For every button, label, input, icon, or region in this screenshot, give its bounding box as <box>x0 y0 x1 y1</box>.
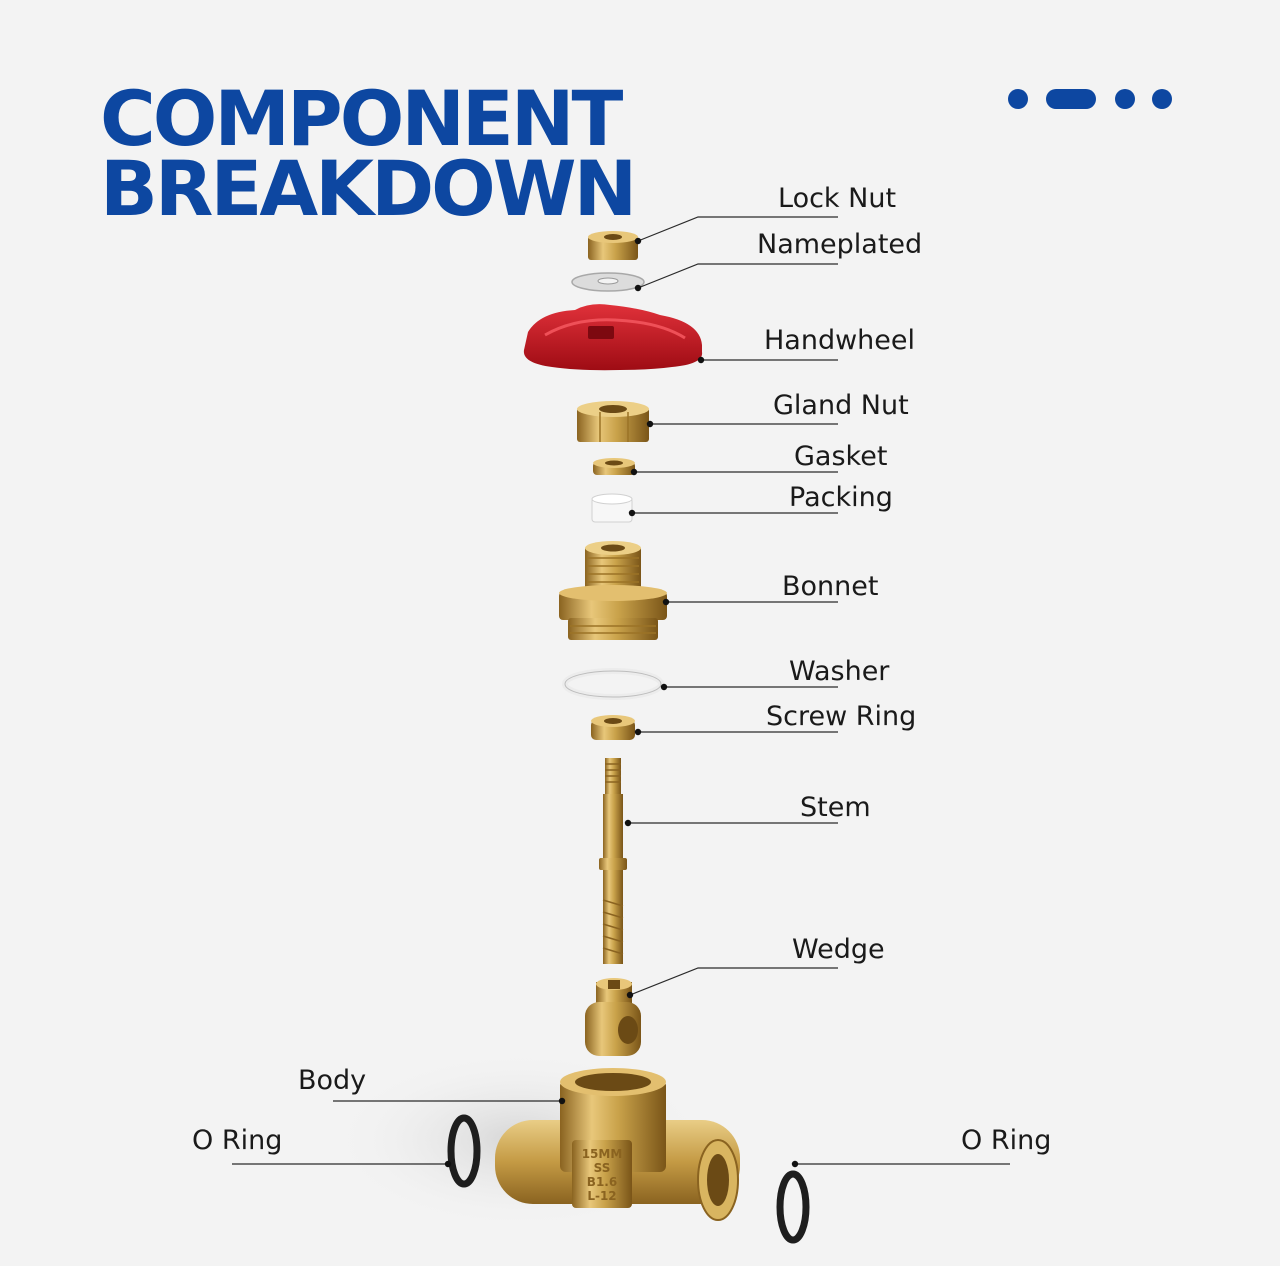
body-marking-line: SS <box>594 1161 611 1175</box>
label-wedge: Wedge <box>792 934 885 965</box>
body-part <box>495 1068 740 1221</box>
label-washer: Washer <box>789 656 890 687</box>
gland-nut-part <box>577 401 649 442</box>
leader-lines <box>232 216 1010 1168</box>
lock-nut-part <box>588 231 638 260</box>
carousel-dot-active[interactable] <box>1046 89 1096 109</box>
label-stem: Stem <box>800 792 871 823</box>
label-gland-nut: Gland Nut <box>773 390 909 421</box>
title-line-2: BREAKDOWN <box>100 144 637 233</box>
leader-dot-stem <box>624 819 632 827</box>
label-screw-ring: Screw Ring <box>766 701 917 732</box>
leader-dot-gland-nut <box>646 420 654 428</box>
leader-dot-handwheel <box>697 356 705 364</box>
page-title: COMPONENT BREAKDOWN <box>100 74 637 233</box>
handwheel-part <box>523 304 703 371</box>
o-ring-right-part <box>776 1170 810 1244</box>
body-marking: 15MM SS B1.6 L-12 <box>582 1147 623 1203</box>
label-lock-nut: Lock Nut <box>778 183 897 214</box>
leader-dot-washer <box>660 683 668 691</box>
label-nameplated: Nameplated <box>757 229 923 260</box>
wedge-part <box>585 978 641 1056</box>
leader-dot-body <box>558 1097 566 1105</box>
bonnet-part <box>559 541 667 640</box>
label-handwheel: Handwheel <box>764 325 916 356</box>
leader-line-wedge <box>629 967 838 996</box>
carousel-dot[interactable] <box>1115 89 1135 109</box>
leader-dot-wedge <box>626 991 634 999</box>
body-marking-line: 15MM <box>582 1147 623 1161</box>
leader-dot-lock-nut <box>634 237 642 245</box>
nameplate-part <box>571 272 645 292</box>
leader-dot-o-ring <box>444 1160 452 1168</box>
screw-ring-part <box>591 715 635 740</box>
label-packing: Packing <box>789 482 893 513</box>
body-marking-line: L-12 <box>587 1189 616 1203</box>
leader-dot-nameplated <box>634 284 642 292</box>
gasket-part <box>593 458 635 475</box>
carousel-dot[interactable] <box>1008 89 1028 109</box>
label-bonnet: Bonnet <box>782 571 879 602</box>
label-o-ring: O Ring <box>961 1125 1052 1156</box>
leader-dot-gasket <box>630 468 638 476</box>
label-gasket: Gasket <box>794 441 888 472</box>
stem-part <box>599 758 627 964</box>
leader-line-lock-nut <box>637 216 838 242</box>
leader-dot-screw-ring <box>634 728 642 736</box>
label-body: Body <box>298 1065 367 1096</box>
packing-part <box>591 493 633 523</box>
leader-line-nameplated <box>637 263 838 289</box>
leader-dot-packing <box>628 509 636 517</box>
leader-dot-o-ring <box>791 1160 799 1168</box>
body-marking-line: B1.6 <box>587 1175 617 1189</box>
carousel-dot[interactable] <box>1152 89 1172 109</box>
leader-dot-bonnet <box>662 598 670 606</box>
washer-edge <box>564 670 662 698</box>
title-line-1: COMPONENT <box>100 74 623 163</box>
label-o-ring: O Ring <box>192 1125 283 1156</box>
o-ring-left-part <box>447 1114 481 1188</box>
